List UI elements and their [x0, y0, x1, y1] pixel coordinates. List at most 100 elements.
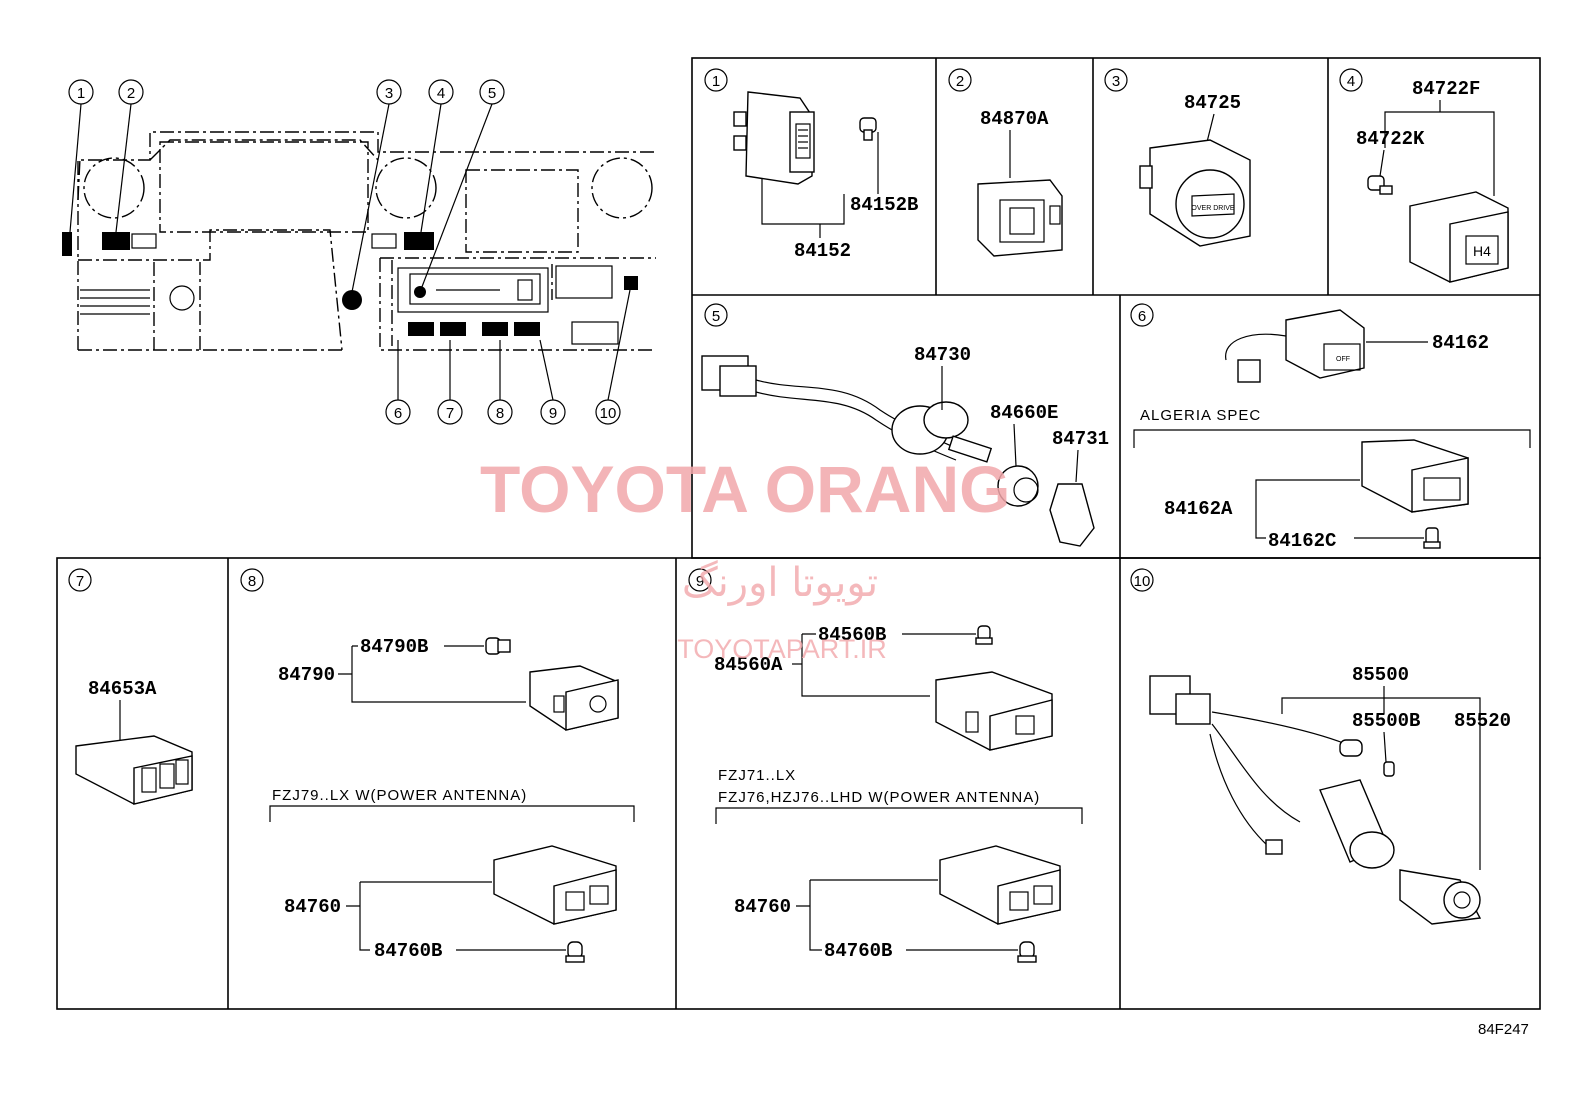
bulb-84760B-b[interactable]: [1017, 941, 1037, 963]
overview-callout-5[interactable]: 5: [419, 79, 505, 293]
part-label-84730[interactable]: 84730: [914, 344, 971, 366]
overview-callout-9[interactable]: 9: [539, 339, 566, 425]
bulb-84162C[interactable]: [1423, 527, 1441, 549]
part-label-84162[interactable]: 84162: [1432, 332, 1489, 354]
switch-84560A[interactable]: [935, 671, 1053, 751]
overview-switch-8[interactable]: [482, 322, 508, 336]
part-label-85500[interactable]: 85500: [1352, 664, 1409, 686]
overview-callout-10[interactable]: 10: [595, 289, 631, 425]
algeria-spec-note: ALGERIA SPEC: [1140, 407, 1261, 424]
watermark-persian: تویوتا اورنگ: [682, 560, 878, 606]
part-label-84760-b[interactable]: 84760: [734, 896, 791, 918]
part-label-85500B[interactable]: 85500B: [1352, 710, 1420, 732]
svg-text:6: 6: [1138, 308, 1146, 325]
svg-text:3: 3: [385, 85, 393, 102]
overview-switch-7[interactable]: [440, 322, 466, 336]
part-label-84790B[interactable]: 84790B: [360, 636, 428, 658]
svg-text:8: 8: [248, 573, 256, 590]
overview-callout-4[interactable]: 4: [420, 79, 454, 233]
watermark-brand: TOYOTA ORANG: [480, 452, 1010, 526]
svg-text:1: 1: [712, 73, 720, 90]
overview-callout-2[interactable]: 2: [115, 79, 144, 233]
svg-text:5: 5: [712, 308, 720, 325]
switch-body-84730[interactable]: [891, 401, 993, 463]
fog-switch-84162A[interactable]: [1361, 439, 1469, 513]
fzj76-note: FZJ76,HZJ76..LHD W(POWER ANTENNA): [718, 789, 1040, 806]
overview-callout-3[interactable]: 3: [351, 79, 402, 293]
svg-text:1: 1: [77, 85, 85, 102]
part-label-84760-a[interactable]: 84760: [284, 896, 341, 918]
overview-switch-1[interactable]: [62, 232, 72, 256]
bulb-84560B[interactable]: [975, 625, 993, 645]
switch-84653A[interactable]: [75, 735, 193, 805]
part-label-84870A[interactable]: 84870A: [980, 108, 1049, 130]
switch-84760-a[interactable]: [493, 845, 617, 925]
part-label-84731[interactable]: 84731: [1052, 428, 1109, 450]
nut-84660E[interactable]: [997, 465, 1039, 507]
switch-84790[interactable]: [529, 665, 619, 731]
part-label-84722K[interactable]: 84722K: [1356, 128, 1425, 150]
panel-grid: [56, 57, 1541, 1010]
part-label-84560B[interactable]: 84560B: [818, 624, 886, 646]
overview-switch-5[interactable]: [414, 286, 426, 298]
part-label-84653A[interactable]: 84653A: [88, 678, 157, 700]
panel-8: 8 84790B 84790 FZJ79..LX W(POWER ANTENNA…: [240, 568, 635, 963]
svg-text:7: 7: [446, 405, 454, 422]
part-label-84760B-a[interactable]: 84760B: [374, 940, 442, 962]
svg-text:7: 7: [76, 573, 84, 590]
overview-switch-3[interactable]: [342, 290, 362, 310]
part-label-84760B-b[interactable]: 84760B: [824, 940, 892, 962]
switch-84760-b[interactable]: [939, 845, 1061, 925]
panel-7: 7 84653A: [68, 568, 193, 805]
fog-switch-84162[interactable]: OFF: [1225, 309, 1365, 383]
overview-switch-4[interactable]: [404, 232, 434, 250]
svg-text:OVER DRIVE: OVER DRIVE: [1191, 205, 1235, 212]
svg-text:5: 5: [488, 85, 496, 102]
overview-switch-6[interactable]: [408, 322, 434, 336]
svg-text:2: 2: [127, 85, 135, 102]
bulb-84152B[interactable]: [859, 117, 877, 141]
knob-84731[interactable]: [1049, 483, 1095, 547]
svg-text:8: 8: [496, 405, 504, 422]
part-label-84560A[interactable]: 84560A: [714, 654, 783, 676]
part-label-84660E[interactable]: 84660E: [990, 402, 1058, 424]
overview-callout-7[interactable]: 7: [437, 340, 463, 425]
part-label-84152[interactable]: 84152: [794, 240, 851, 262]
svg-text:OFF: OFF: [1336, 356, 1350, 363]
cigarette-lighter-harness[interactable]: [1149, 675, 1482, 925]
panel-9: 9 84560B 84560A FZJ71..LX FZJ76,HZJ76..L…: [688, 568, 1083, 963]
bulb-84790B[interactable]: [485, 637, 511, 655]
svg-text:10: 10: [600, 405, 617, 422]
connector-84730[interactable]: [701, 355, 757, 397]
part-label-84152B[interactable]: 84152B: [850, 194, 918, 216]
part-label-84790[interactable]: 84790: [278, 664, 335, 686]
part-label-84725[interactable]: 84725: [1184, 92, 1241, 114]
part-label-84162A[interactable]: 84162A: [1164, 498, 1233, 520]
mirror-switch-illustration[interactable]: [977, 179, 1063, 257]
svg-text:10: 10: [1134, 573, 1151, 590]
panel-6: 6 OFF 84162 ALGERIA SPEC 84162A 84162C: [1130, 303, 1531, 552]
svg-text:9: 9: [549, 405, 557, 422]
overview-callout-1[interactable]: 1: [68, 79, 94, 233]
svg-text:9: 9: [696, 573, 704, 590]
bulb-84722K[interactable]: [1367, 175, 1393, 195]
overview-switch-2[interactable]: [102, 232, 130, 250]
panel-1: 1 84152B 84152: [704, 68, 918, 262]
part-label-85520[interactable]: 85520: [1454, 710, 1511, 732]
overview-callout-6[interactable]: 6: [385, 340, 411, 425]
h4-switch-illustration[interactable]: H4: [1409, 191, 1509, 283]
bulb-84760B-a[interactable]: [565, 941, 585, 963]
svg-text:6: 6: [394, 405, 402, 422]
overview-switch-9[interactable]: [514, 322, 540, 336]
part-label-84722F[interactable]: 84722F: [1412, 78, 1480, 100]
dimmer-switch-illustration[interactable]: [733, 91, 815, 185]
overview-switch-10[interactable]: [624, 276, 638, 290]
part-label-84162C[interactable]: 84162C: [1268, 530, 1336, 552]
overview-callout-8[interactable]: 8: [487, 340, 513, 425]
overdrive-switch-illustration[interactable]: OVER DRIVE: [1139, 139, 1251, 247]
panel-5: 5 84730 84660E 84731: [701, 303, 1109, 547]
dashboard-overview: 1 2 3 4 5: [62, 79, 656, 425]
watermark-site: TOYOTAPART.IR: [677, 634, 887, 664]
svg-text:4: 4: [437, 85, 445, 102]
